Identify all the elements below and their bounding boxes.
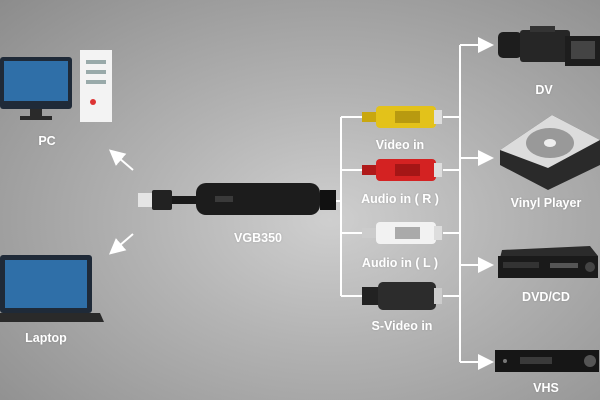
source-label-vhs: VHS — [533, 381, 559, 395]
s-video-plug — [362, 282, 442, 310]
input-label-video: Video in — [375, 138, 425, 152]
vhs-player-icon — [495, 350, 599, 372]
dv-camcorder-icon — [498, 26, 600, 66]
device-label: VGB350 — [234, 231, 282, 245]
source-label-dv: DV — [535, 83, 553, 97]
pc-label: PC — [38, 134, 56, 148]
rca-red-plug — [362, 159, 442, 181]
laptop-icon — [0, 255, 104, 322]
source-arrows — [460, 37, 494, 370]
vgb350-capture-device — [138, 183, 336, 215]
source-label-dvd: DVD/CD — [522, 290, 570, 304]
rca-white-plug — [362, 222, 442, 244]
vinyl-player-icon — [500, 115, 600, 190]
rca-yellow-plug — [362, 106, 442, 128]
desktop-pc-icon — [0, 50, 112, 122]
input-label-audio-r: Audio in ( R ) — [361, 192, 439, 206]
source-label-vinyl: Vinyl Player — [510, 196, 582, 210]
dvd-player-icon — [498, 246, 598, 278]
arrow-to-pc — [108, 149, 134, 171]
connection-lines — [336, 45, 461, 362]
arrow-to-laptop — [108, 233, 134, 255]
input-label-audio-l: Audio in ( L ) — [361, 256, 439, 270]
laptop-label: Laptop — [25, 331, 67, 345]
input-label-s-video: S-Video in — [371, 319, 433, 333]
